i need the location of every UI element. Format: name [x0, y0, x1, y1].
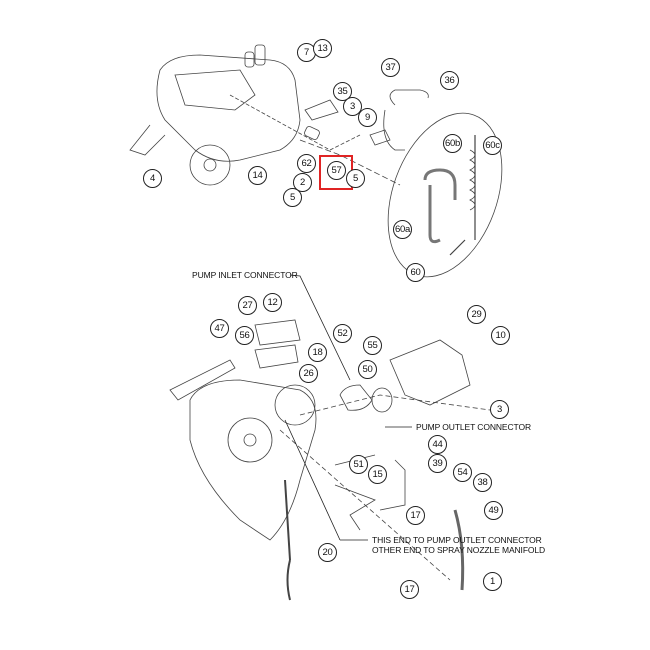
callout-part-47: 47	[210, 319, 229, 338]
callout-part-62: 62	[297, 154, 316, 173]
callout-part-56: 56	[235, 326, 254, 345]
hose-kit-outline	[387, 112, 503, 278]
callout-part-57: 57	[327, 161, 346, 180]
callout-part-55: 55	[363, 336, 382, 355]
callout-part-60b: 60b	[443, 134, 462, 153]
callout-part-38: 38	[473, 473, 492, 492]
callout-part-49: 49	[484, 501, 503, 520]
callout-part-60: 60	[406, 263, 425, 282]
callout-part-50: 50	[358, 360, 377, 379]
callout-part-17: 17	[406, 506, 425, 525]
callout-part-18: 18	[308, 343, 327, 362]
callout-part-5: 5	[346, 169, 365, 188]
callout-part-36: 36	[440, 71, 459, 90]
callout-part-12: 12	[263, 293, 282, 312]
callout-part-17: 17	[400, 580, 419, 599]
hose-note-line1: THIS END TO PUMP OUTLET CONNECTOR	[372, 535, 542, 545]
pump-outlet-connector-label: PUMP OUTLET CONNECTOR	[416, 422, 532, 432]
callout-part-2: 2	[293, 173, 312, 192]
machine-top-view	[129, 44, 429, 186]
callout-part-14: 14	[248, 166, 267, 185]
callout-part-5: 5	[283, 188, 302, 207]
callout-part-10: 10	[491, 326, 510, 345]
callout-part-52: 52	[333, 324, 352, 343]
pump-inlet-connector-label: PUMP INLET CONNECTOR	[192, 270, 298, 280]
callout-part-44: 44	[428, 435, 447, 454]
callout-part-37: 37	[381, 58, 400, 77]
callout-part-60c: 60c	[483, 136, 502, 155]
callout-part-35: 35	[333, 82, 352, 101]
callout-part-3: 3	[343, 97, 362, 116]
callout-part-51: 51	[349, 455, 368, 474]
callout-part-26: 26	[299, 364, 318, 383]
machine-bottom-view	[169, 319, 491, 601]
hose-note-line2: OTHER END TO SPRAY NOZZLE MANIFOLD	[372, 545, 546, 555]
callout-part-3: 3	[490, 400, 509, 419]
callout-part-4: 4	[143, 169, 162, 188]
callout-part-9: 9	[358, 108, 377, 127]
callout-part-27: 27	[238, 296, 257, 315]
callout-part-1: 1	[483, 572, 502, 591]
callout-part-39: 39	[428, 454, 447, 473]
callout-part-13: 13	[313, 39, 332, 58]
callout-part-54: 54	[453, 463, 472, 482]
callout-part-20: 20	[318, 543, 337, 562]
callout-part-60a: 60a	[393, 220, 412, 239]
callout-part-29: 29	[467, 305, 486, 324]
callout-part-15: 15	[368, 465, 387, 484]
